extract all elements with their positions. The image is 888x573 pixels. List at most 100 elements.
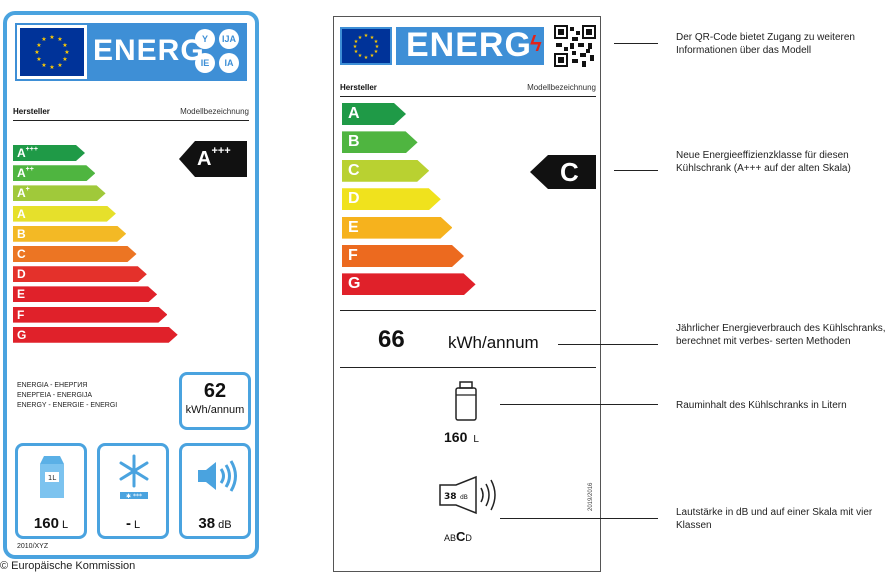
new-model: Modellbezeichnung	[527, 83, 596, 92]
old-class-letter: G	[17, 327, 27, 342]
old-class-letter: A	[17, 186, 26, 201]
old-energy-words: ENERGIA - ЕНЕРГИЯ ΕΝΕΡΓΕΙΑ - ENERGIJA EN…	[17, 381, 117, 411]
new-class-bar: A	[342, 103, 406, 125]
annotation-line-noise	[500, 518, 658, 519]
lightning-bolt-icon: ϟ	[530, 31, 542, 56]
new-class-bar: E	[342, 217, 452, 239]
eu-stars-icon: ★★★ ★★★ ★★★ ★★★	[34, 34, 69, 71]
new-noise-unit: dB	[460, 494, 468, 501]
new-manufacturer: Hersteller	[340, 83, 377, 92]
svg-text:★: ★	[34, 49, 39, 56]
new-class-bar: B	[342, 131, 418, 153]
old-freezer-value: -	[125, 515, 131, 532]
svg-text:★: ★	[36, 56, 41, 63]
divider	[340, 367, 596, 368]
svg-text:★: ★	[358, 53, 363, 59]
old-indicator-main: A	[197, 148, 212, 170]
old-indicator-sup: +++	[211, 145, 231, 157]
old-class-letter: C	[17, 247, 26, 261]
old-freezer-unit: L	[133, 519, 141, 531]
old-energ-title: ENERG	[93, 34, 205, 67]
svg-text:★: ★	[374, 39, 379, 45]
language-circles: Y IJA IE IA	[191, 29, 247, 75]
old-class-bar: A	[13, 206, 116, 222]
new-volume-unit: L	[473, 434, 479, 445]
speaker-icon: 38 dB	[439, 475, 496, 515]
svg-text:1L: 1L	[48, 474, 56, 482]
svg-text:★: ★	[354, 49, 359, 55]
snowflake-icon: ✱ ***	[119, 454, 149, 500]
eu-flag-icon: ★★★ ★★★ ★★★ ★★★	[340, 27, 392, 65]
annotation-line-energy	[558, 344, 658, 345]
svg-text:★: ★	[354, 39, 359, 45]
old-class-letter: D	[17, 267, 26, 282]
old-class-letter: A	[17, 146, 26, 160]
old-freezer-box: ✱ *** -L	[97, 443, 169, 539]
old-class-bar: F	[13, 307, 167, 323]
annotation-qr: Der QR-Code bietet Zugang zu weiteren In…	[676, 32, 855, 56]
eu-flag-icon: ★★★ ★★★ ★★★ ★★★	[17, 25, 87, 79]
old-freezer-readout: -L	[100, 515, 166, 532]
old-volume-value: 160	[33, 515, 59, 532]
old-class-bar: A++	[13, 165, 95, 181]
old-class-letter: B	[17, 226, 26, 241]
new-energy-label: ★★★ ★★★ ★★★ ★★★ ENERG ϟ	[333, 16, 601, 572]
svg-text:★: ★	[370, 53, 375, 59]
svg-text:★: ★	[358, 35, 363, 41]
svg-text:★: ★	[364, 55, 369, 61]
old-energy-consumption-box: 62 kWh/annum	[179, 372, 251, 430]
old-class-plus: ++	[25, 166, 34, 174]
svg-text:★: ★	[57, 62, 62, 69]
new-kwh-unit: kWh/annum	[448, 333, 539, 352]
new-energ-background	[396, 27, 544, 65]
old-class-plus: +	[25, 186, 30, 194]
svg-text:★: ★	[49, 34, 54, 41]
old-class-bar: A+++	[13, 145, 85, 161]
svg-text:★: ★	[41, 36, 46, 43]
old-class-bar: E	[13, 286, 157, 302]
svg-text:✱ ***: ✱ ***	[126, 493, 142, 500]
old-noise-unit: dB	[218, 519, 232, 531]
old-energy-word-line: ENERGY - ENERGIE - ENERGI	[17, 402, 118, 409]
new-kwh-value: 66	[378, 326, 405, 353]
qr-code-icon[interactable]	[554, 25, 596, 67]
old-regulation-code: 2010/XYZ	[17, 543, 49, 550]
old-energy-word-line: ENERGIA - ЕНЕРГИЯ	[17, 382, 88, 389]
old-energy-word-line: ΕΝΕΡΓΕΙΑ - ENERGIJA	[17, 392, 93, 399]
noise-class-a: A	[444, 533, 451, 543]
new-energ-title: ENERG	[406, 26, 532, 64]
old-label-header: ★★★ ★★★ ★★★ ★★★ ENERG Y IJA IE IA	[15, 23, 247, 81]
new-manufacturer-row: Hersteller Modellbezeichnung	[340, 83, 596, 97]
new-noise-value: 38	[444, 492, 457, 502]
annotation-line-volume	[500, 404, 658, 405]
fridge-icon	[455, 381, 477, 421]
svg-text:★: ★	[62, 56, 67, 63]
old-energy-label: ★★★ ★★★ ★★★ ★★★ ENERG Y IJA IE IA Herste…	[3, 11, 259, 559]
old-class-letter: A	[17, 206, 26, 221]
annotation-class: Neue Energieeffizienzklasse für diesen K…	[676, 150, 851, 174]
old-class-indicator: A+++	[179, 141, 247, 177]
new-class-bar: G	[342, 273, 476, 295]
old-manufacturer-row: Hersteller Modellbezeichnung	[13, 105, 249, 121]
annotation-line-qr	[614, 43, 658, 44]
old-class-bar: A+	[13, 185, 106, 201]
eu-stars-icon: ★★★ ★★★ ★★★ ★★★	[353, 33, 380, 61]
lang-circle-ia: IA	[219, 53, 239, 73]
old-manufacturer: Hersteller	[13, 107, 50, 116]
lang-circle-y: Y	[195, 29, 215, 49]
annotation-noise: Lautstärke in dB und auf einer Skala mit…	[676, 507, 873, 531]
svg-text:★: ★	[36, 42, 41, 49]
annotation-volume: Rauminhalt des Kühlschranks in Litern	[676, 400, 847, 411]
svg-text:★: ★	[374, 49, 379, 55]
old-class-bar: D	[13, 266, 147, 282]
old-volume-unit: L	[61, 519, 69, 531]
annotation-line-class	[614, 170, 658, 171]
svg-text:★: ★	[353, 44, 358, 50]
new-label-header: ★★★ ★★★ ★★★ ★★★ ENERG ϟ	[334, 17, 600, 75]
old-class-bar: C	[13, 246, 137, 262]
lang-circle-ie: IE	[195, 53, 215, 73]
